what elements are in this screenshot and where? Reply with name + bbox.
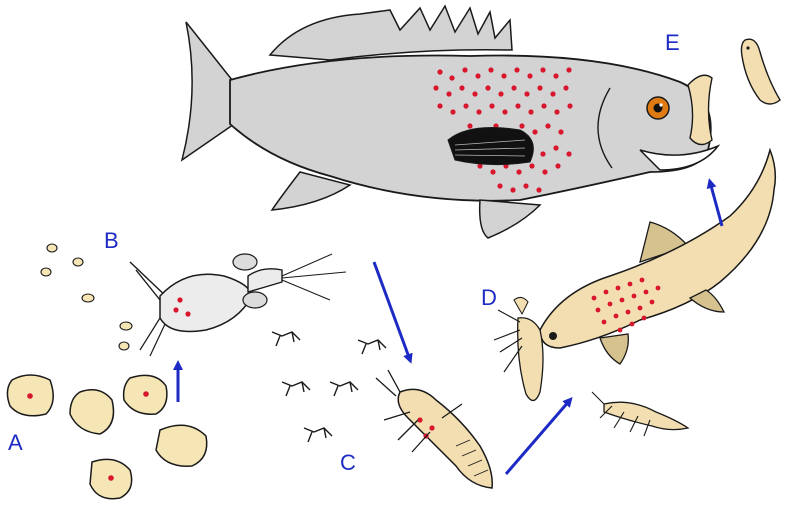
insect-larva-icon <box>592 392 688 436</box>
arrow-icon <box>506 400 570 474</box>
anal-fin <box>480 200 540 238</box>
stage-label-c: C <box>340 452 356 474</box>
cyst-icon <box>70 390 114 434</box>
arrow-icon <box>710 182 722 226</box>
large-fish-icon <box>182 6 718 238</box>
stage-label-e: E <box>665 32 680 54</box>
particle-group <box>41 244 132 350</box>
pectoral-fin <box>448 128 533 165</box>
stage-label-b: B <box>104 230 119 252</box>
cyst-icon <box>156 425 207 466</box>
insect-larva-icon <box>376 370 492 488</box>
dorsal-fin <box>270 6 512 60</box>
stage-label-a: A <box>8 432 23 454</box>
copepod-icon <box>130 254 346 356</box>
small-fish-icon <box>741 39 780 104</box>
larva-cluster <box>272 332 386 442</box>
stage-label-d: D <box>481 287 497 309</box>
